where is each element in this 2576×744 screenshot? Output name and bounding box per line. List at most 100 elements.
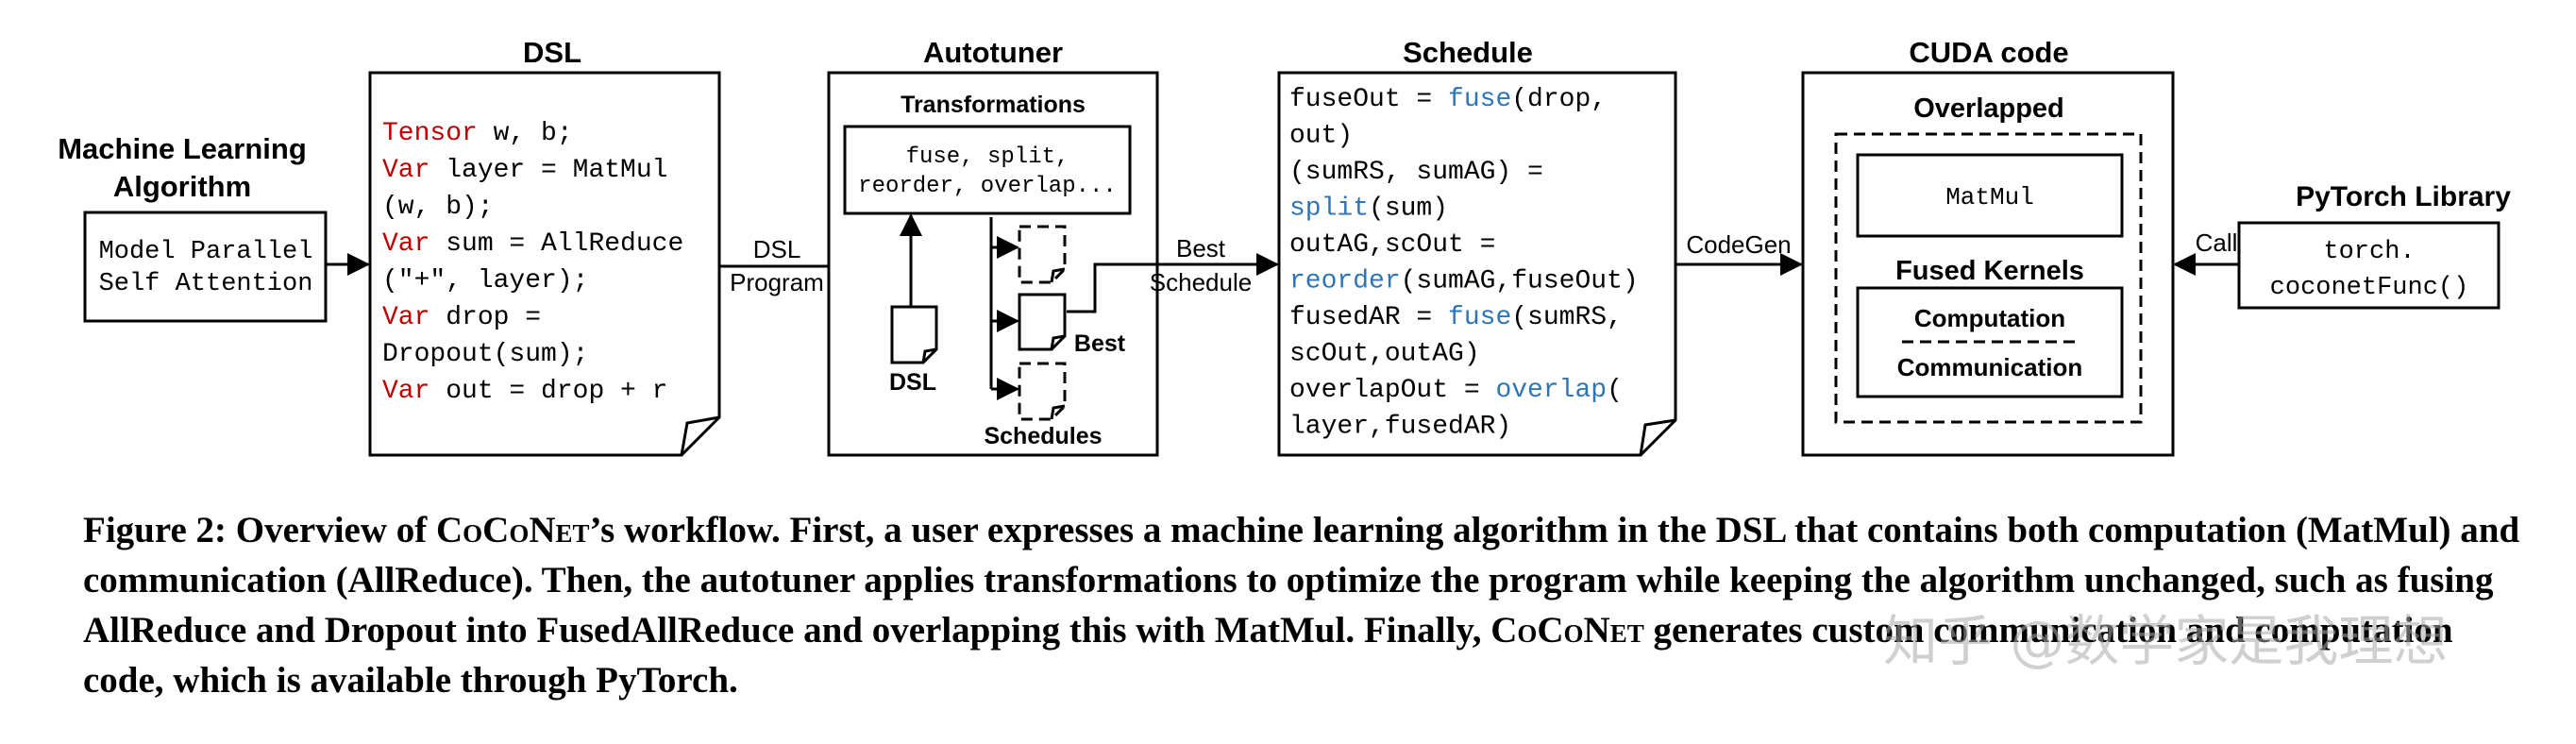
candidate-schedule-doc-1 bbox=[1018, 225, 1067, 284]
matmul-kernel-label: MatMul bbox=[1945, 183, 2034, 211]
code-line: Var layer = MatMul bbox=[382, 156, 667, 185]
code-token: (sumAG,fuseOut) bbox=[1401, 267, 1639, 296]
code-token: out) bbox=[1289, 122, 1353, 151]
schedule-page-fold bbox=[1639, 418, 1676, 456]
pytorch-line2: coconetFunc() bbox=[2270, 274, 2469, 302]
code-token: w, b; bbox=[478, 119, 573, 148]
workflow-diagram: Machine Learning Algorithm Model Paralle… bbox=[58, 36, 2511, 457]
autotuner-title: Autotuner bbox=[923, 36, 1063, 69]
code-token: sum = AllReduce bbox=[429, 229, 683, 259]
code-line: Tensor w, b; bbox=[382, 119, 573, 148]
code-line: ("+", layer); bbox=[382, 266, 588, 296]
caption-text: Figure 2: Overview of bbox=[83, 510, 437, 550]
code-token: fusedAR = bbox=[1289, 303, 1448, 332]
code-line: scOut,outAG) bbox=[1289, 340, 1480, 369]
code-line: Dropout(sum); bbox=[382, 340, 588, 369]
communication-label: Communication bbox=[1897, 353, 2082, 381]
code-line: Var sum = AllReduce bbox=[382, 229, 683, 259]
dsl-program-label-line1: DSL bbox=[753, 235, 801, 263]
call-label: Call bbox=[2196, 228, 2238, 257]
schedules-label: Schedules bbox=[984, 423, 1102, 449]
code-token: layer = MatMul bbox=[429, 156, 667, 185]
code-token: (sum) bbox=[1369, 194, 1448, 224]
best-schedule-doc-fold bbox=[1050, 334, 1066, 350]
code-token: layer,fusedAR) bbox=[1289, 413, 1511, 442]
transformations-line2: reorder, overlap... bbox=[858, 174, 1117, 199]
transformations-label: Transformations bbox=[901, 92, 1086, 118]
code-token: (w, b); bbox=[382, 193, 494, 222]
caption-system-name: CoCoNet bbox=[1490, 610, 1644, 651]
code-token: ( bbox=[1607, 376, 1623, 405]
ml-box-line2: Self Attention bbox=[99, 270, 313, 298]
code-keyword: Tensor bbox=[382, 119, 478, 148]
code-function: fuse bbox=[1448, 85, 1511, 114]
arrow-best-schedule bbox=[1067, 253, 1279, 313]
code-keyword: Var bbox=[382, 377, 429, 406]
candidate-schedule-doc-3 bbox=[1018, 362, 1067, 421]
autotuner-dsl-doc-fold bbox=[921, 347, 937, 364]
code-token: out = drop + r bbox=[429, 377, 667, 406]
code-function: reorder bbox=[1289, 267, 1401, 296]
code-token: (sumRS, bbox=[1511, 303, 1623, 332]
schedule-document bbox=[1277, 71, 1677, 457]
transformations-box bbox=[843, 125, 1132, 215]
ml-title-line2: Algorithm bbox=[113, 170, 251, 203]
caption-text: ’s workflow. First, a user expresses a m… bbox=[83, 510, 2520, 651]
caption-system-name: CoCoNet bbox=[436, 510, 590, 550]
code-token: overlapOut = bbox=[1289, 376, 1495, 405]
code-token: outAG,scOut = bbox=[1289, 230, 1495, 260]
candidate-schedule-doc-1-fold bbox=[1050, 267, 1066, 283]
autotuner-dsl-doc bbox=[890, 305, 938, 364]
code-line: fuseOut = fuse(drop, bbox=[1289, 85, 1607, 114]
transformations-line1: fuse, split, bbox=[906, 144, 1069, 170]
dsl-document bbox=[368, 71, 721, 457]
code-line: Var drop = bbox=[382, 303, 541, 332]
computation-label: Computation bbox=[1914, 304, 2065, 332]
code-line: outAG,scOut = bbox=[1289, 230, 1495, 260]
code-token: ("+", layer); bbox=[382, 266, 588, 296]
code-keyword: Var bbox=[382, 303, 429, 332]
schedule-title: Schedule bbox=[1403, 36, 1533, 69]
code-token: Dropout(sum); bbox=[382, 340, 588, 369]
dsl-code: Tensor w, b; Var layer = MatMul (w, b); Var… bbox=[382, 119, 683, 406]
dsl-title: DSL bbox=[523, 36, 581, 69]
pytorch-title: PyTorch Library bbox=[2296, 181, 2511, 212]
best-schedule-label-line2: Schedule bbox=[1150, 268, 1252, 296]
best-schedule-label-line1: Best bbox=[1176, 234, 1226, 262]
pytorch-box bbox=[2237, 221, 2500, 310]
code-keyword: Var bbox=[382, 229, 429, 259]
code-token: fuseOut = bbox=[1289, 85, 1448, 114]
code-keyword: Var bbox=[382, 156, 429, 185]
cuda-title: CUDA code bbox=[1909, 36, 2068, 69]
code-line: fusedAR = fuse(sumRS, bbox=[1289, 303, 1623, 332]
dsl-program-label-line2: Program bbox=[730, 268, 824, 296]
code-line: (w, b); bbox=[382, 193, 494, 222]
code-line: overlapOut = overlap( bbox=[1289, 376, 1623, 405]
code-function: overlap bbox=[1495, 376, 1607, 405]
candidate-schedule-doc-3-fold bbox=[1050, 404, 1066, 420]
matmul-kernel-box bbox=[1856, 153, 2124, 238]
pytorch-line1: torch. bbox=[2323, 238, 2415, 266]
code-token: drop = bbox=[429, 303, 541, 332]
code-line: reorder(sumAG,fuseOut) bbox=[1289, 267, 1639, 296]
code-function: fuse bbox=[1448, 303, 1511, 332]
fused-kernels-label: Fused Kernels bbox=[1895, 256, 2084, 286]
dsl-page-fold bbox=[680, 415, 720, 456]
schedule-code: fuseOut = fuse(drop,out)(sumRS, sumAG) =… bbox=[1289, 85, 1639, 442]
ml-box-line1: Model Parallel bbox=[99, 238, 313, 266]
best-label: Best bbox=[1074, 330, 1126, 357]
figure-caption: Figure 2: Overview of CoCoNet’s workflow… bbox=[83, 505, 2528, 705]
code-line: split(sum) bbox=[1289, 194, 1448, 224]
best-schedule-doc bbox=[1018, 293, 1067, 351]
code-line: (sumRS, sumAG) = bbox=[1289, 158, 1543, 187]
code-token: scOut,outAG) bbox=[1289, 340, 1480, 369]
code-line: Var out = drop + r bbox=[382, 377, 667, 406]
code-line: layer,fusedAR) bbox=[1289, 413, 1511, 442]
ml-algorithm-box bbox=[83, 211, 328, 323]
ml-title-line1: Machine Learning bbox=[58, 132, 307, 165]
code-token: (sumRS, sumAG) = bbox=[1289, 158, 1543, 187]
code-token: (drop, bbox=[1511, 85, 1607, 114]
fused-kernels-box bbox=[1856, 286, 2124, 398]
code-line: out) bbox=[1289, 122, 1353, 151]
caption-text: generates custom communication and compu… bbox=[83, 610, 2453, 701]
